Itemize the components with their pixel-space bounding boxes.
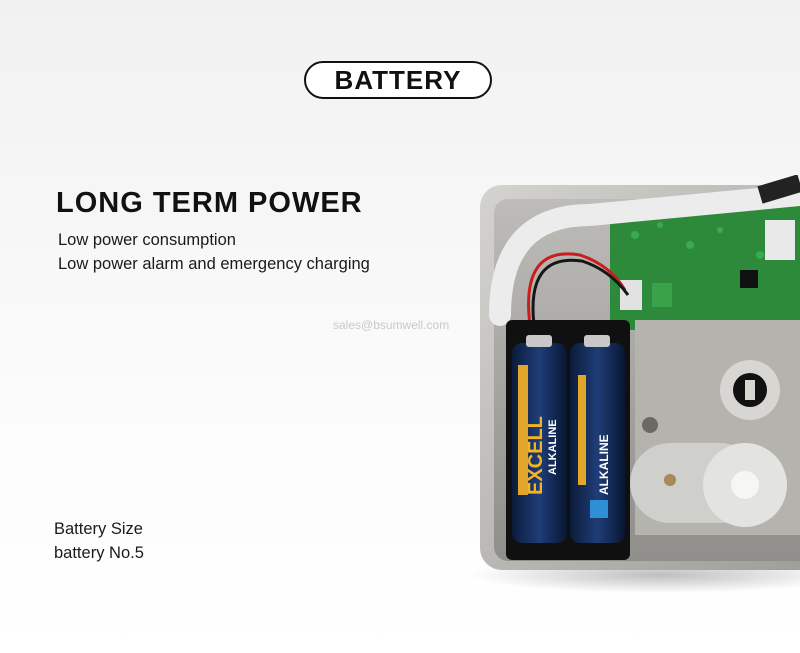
connector — [765, 220, 795, 260]
black-cable — [757, 175, 800, 204]
lock-battery-photo: EXCELL ALKALINE ALKALINE — [470, 175, 800, 593]
svg-text:ALKALINE: ALKALINE — [597, 434, 611, 495]
battery-size-label: Battery Size — [54, 520, 143, 538]
watermark-email: sales@bsumwell.com — [333, 318, 450, 332]
chip — [740, 270, 758, 288]
screw — [642, 417, 658, 433]
battery-connector — [620, 280, 642, 310]
battery-right: ALKALINE — [570, 335, 625, 543]
battery-left: EXCELL ALKALINE — [512, 335, 567, 543]
white-cable — [489, 184, 800, 326]
battery-brand-label: EXCELL — [525, 416, 547, 495]
battery-size-value: battery No.5 — [54, 544, 144, 562]
terminal-block — [652, 283, 672, 307]
battery-badge-label: BATTERY — [334, 64, 462, 95]
black-wire — [531, 258, 630, 326]
motor-shaft — [664, 474, 676, 486]
feature-alarm-charging: Low power alarm and emergency charging — [58, 255, 370, 273]
battery-type-label: ALKALINE — [547, 419, 559, 475]
red-wire — [527, 252, 627, 326]
feature-low-power: Low power consumption — [58, 231, 236, 249]
headline: LONG TERM POWER — [56, 187, 363, 219]
battery-badge: BATTERY — [304, 61, 492, 99]
